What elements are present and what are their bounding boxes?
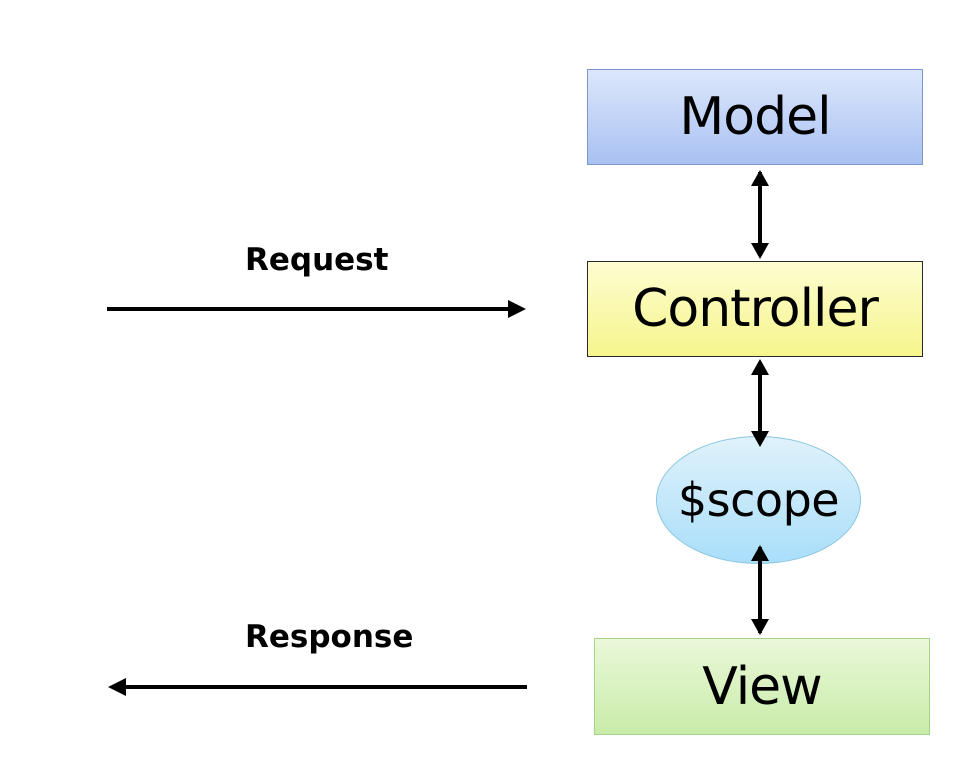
request-arrowhead xyxy=(508,300,526,318)
scope-ellipse: $scope xyxy=(656,436,861,564)
model-box: Model xyxy=(587,69,923,165)
view-label: View xyxy=(702,656,822,717)
scope-label: $scope xyxy=(677,473,840,527)
view-box: View xyxy=(594,638,930,735)
controller-scope-arrow-top xyxy=(751,359,769,375)
controller-box: Controller xyxy=(587,261,923,357)
scope-view-arrow-top xyxy=(751,545,769,561)
scope-view-arrow-bottom xyxy=(751,619,769,635)
response-arrowhead xyxy=(108,678,126,696)
model-controller-arrow-top xyxy=(751,170,769,186)
model-controller-arrow-bottom xyxy=(751,243,769,259)
response-label: Response xyxy=(245,619,414,655)
request-label: Request xyxy=(245,242,389,278)
controller-label: Controller xyxy=(632,279,879,339)
controller-scope-arrow-bottom xyxy=(751,431,769,447)
model-label: Model xyxy=(679,87,831,147)
